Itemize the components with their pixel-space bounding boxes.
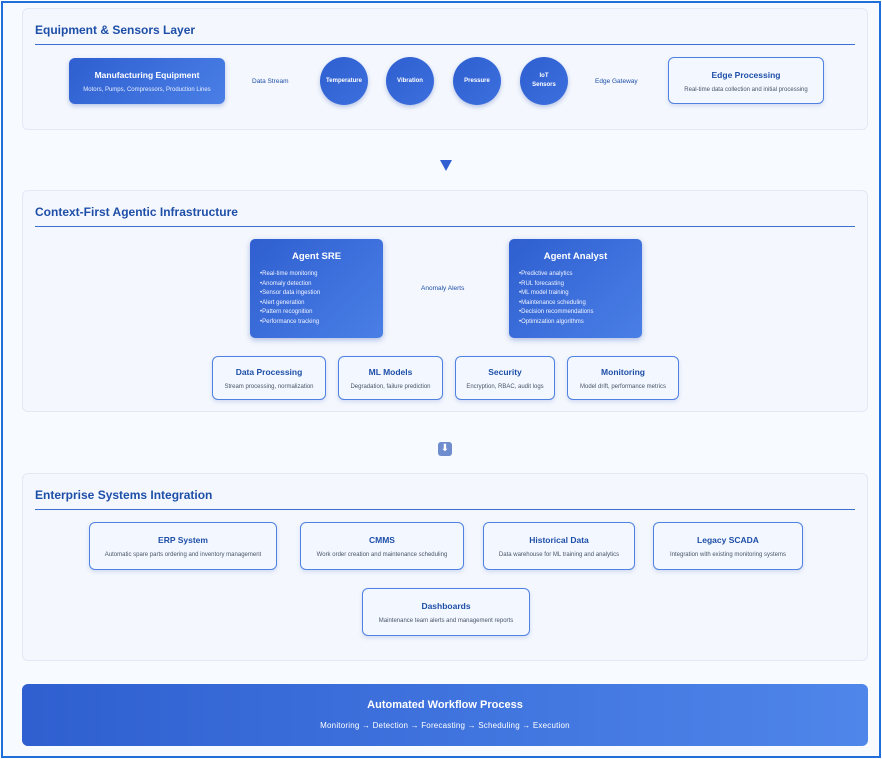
sensor-pressure: Pressure (453, 57, 501, 105)
box-subtitle: Work order creation and maintenance sche… (316, 552, 448, 558)
capability-item: Performance tracking (260, 318, 383, 328)
module-security: Security Encryption, RBAC, audit logs (455, 356, 555, 400)
layer-divider (35, 226, 855, 227)
equipment-sensors-layer: Equipment & Sensors Layer Manufacturing … (22, 8, 868, 130)
box-title: ERP System (158, 535, 208, 545)
anomaly-alerts-label: Anomaly Alerts (421, 285, 465, 292)
capability-item: Real-time monitoring (260, 270, 383, 280)
capability-item: ML model training (519, 289, 642, 299)
agent-sre-box: Agent SRE Real-time monitoring Anomaly d… (250, 239, 383, 338)
box-subtitle: Stream processing, normalization (224, 384, 314, 390)
sensor-iot: IoT Sensors (520, 57, 568, 105)
box-title: CMMS (369, 535, 395, 545)
system-historical-data: Historical Data Data warehouse for ML tr… (483, 522, 635, 570)
edge-gateway-label: Edge Gateway (595, 78, 638, 85)
system-legacy-scada: Legacy SCADA Integration with existing m… (653, 522, 803, 570)
manufacturing-equipment-box: Manufacturing Equipment Motors, Pumps, C… (69, 58, 225, 104)
agent-analyst-capabilities: Predictive analytics RUL forecasting ML … (519, 270, 642, 328)
down-arrow-icon: ⬇ (438, 442, 452, 456)
box-title: Manufacturing Equipment (94, 70, 200, 80)
module-data-processing: Data Processing Stream processing, norma… (212, 356, 326, 400)
workflow-steps: Monitoring → Detection → Forecasting → S… (320, 721, 570, 730)
box-title: Data Processing (235, 367, 303, 377)
capability-item: Alert generation (260, 299, 383, 309)
layer-divider (35, 509, 855, 510)
box-subtitle: Integration with existing monitoring sys… (669, 552, 787, 558)
system-dashboards: Dashboards Maintenance team alerts and m… (362, 588, 530, 636)
layer-divider (35, 44, 855, 45)
data-stream-label: Data Stream (252, 78, 289, 85)
layer-title: Equipment & Sensors Layer (35, 23, 196, 37)
workflow-title: Automated Workflow Process (367, 699, 523, 711)
module-ml-models: ML Models Degradation, failure predictio… (338, 356, 443, 400)
box-title: ML Models (368, 367, 413, 377)
agent-sre-capabilities: Real-time monitoring Anomaly detection S… (260, 270, 383, 328)
box-subtitle: Encryption, RBAC, audit logs (466, 384, 544, 390)
layer-title: Context-First Agentic Infrastructure (35, 205, 238, 219)
capability-item: Optimization algorithms (519, 318, 642, 328)
sensor-label: IoT Sensors (532, 73, 556, 88)
sensor-label: Vibration (397, 77, 423, 84)
box-title: Legacy SCADA (697, 535, 759, 545)
box-subtitle: Maintenance team alerts and management r… (378, 618, 514, 624)
box-title: Dashboards (421, 601, 471, 611)
capability-item: RUL forecasting (519, 280, 642, 290)
box-subtitle: Motors, Pumps, Compressors, Production L… (83, 87, 211, 93)
sensor-label: Pressure (464, 77, 490, 84)
agent-title: Agent SRE (291, 251, 342, 262)
agentic-infrastructure-layer: Context-First Agentic Infrastructure Age… (22, 190, 868, 412)
capability-item: Sensor data ingestion (260, 289, 383, 299)
system-cmms: CMMS Work order creation and maintenance… (300, 522, 464, 570)
layer-title: Enterprise Systems Integration (35, 488, 213, 502)
sensor-vibration: Vibration (386, 57, 434, 105)
down-arrow-icon (440, 160, 452, 171)
system-erp: ERP System Automatic spare parts orderin… (89, 522, 277, 570)
enterprise-integration-layer: Enterprise Systems Integration ERP Syste… (22, 473, 868, 661)
box-subtitle: Data warehouse for ML training and analy… (498, 552, 620, 558)
box-title: Edge Processing (711, 70, 781, 80)
capability-item: Decision recommendations (519, 308, 642, 318)
agent-title: Agent Analyst (543, 251, 608, 262)
capability-item: Pattern recognition (260, 308, 383, 318)
box-title: Monitoring (601, 367, 645, 377)
module-monitoring: Monitoring Model drift, performance metr… (567, 356, 679, 400)
edge-processing-box: Edge Processing Real-time data collectio… (668, 57, 824, 104)
sensor-temperature: Temperature (320, 57, 368, 105)
capability-item: Maintenance scheduling (519, 299, 642, 309)
capability-item: Predictive analytics (519, 270, 642, 280)
box-title: Security (488, 367, 522, 377)
automated-workflow-banner: Automated Workflow Process Monitoring → … (22, 684, 868, 746)
agent-analyst-box: Agent Analyst Predictive analytics RUL f… (509, 239, 642, 338)
capability-item: Anomaly detection (260, 280, 383, 290)
box-subtitle: Model drift, performance metrics (579, 384, 667, 390)
sensor-label: Temperature (326, 77, 362, 84)
box-subtitle: Real-time data collection and initial pr… (684, 87, 808, 93)
box-title: Historical Data (529, 535, 589, 545)
box-subtitle: Degradation, failure prediction (350, 384, 431, 390)
box-subtitle: Automatic spare parts ordering and inven… (104, 552, 262, 558)
